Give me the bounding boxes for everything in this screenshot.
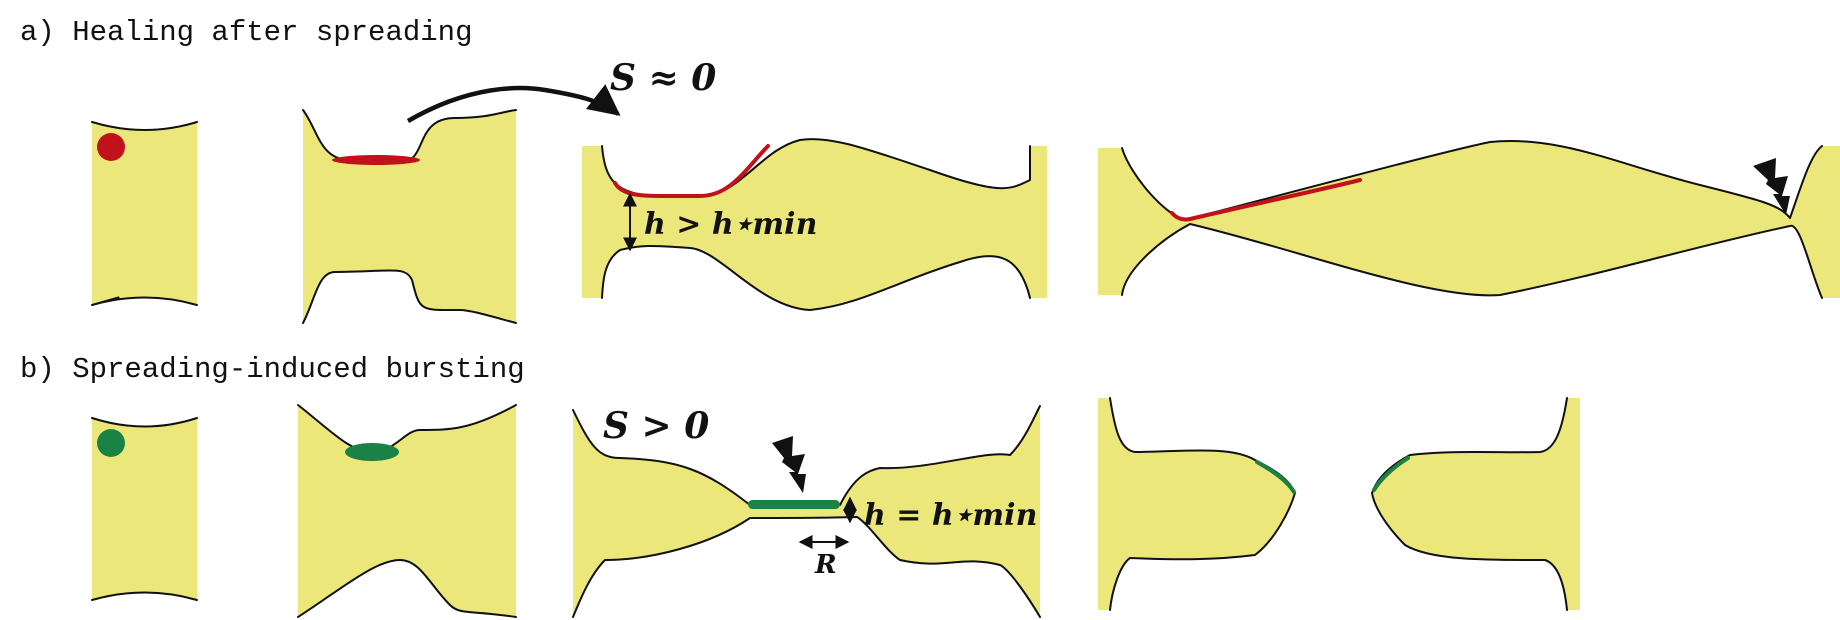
- panel-a-title: a) Healing after spreading: [20, 16, 472, 49]
- surfactant-rim-right: [1372, 456, 1410, 492]
- film-a3: h > h⋆min: [582, 138, 1047, 311]
- surfactant-drop-b: [97, 429, 125, 457]
- spreading-coefficient-label-a: S ≈ 0: [610, 57, 716, 99]
- film-b1: [91, 417, 198, 601]
- surfactant-disc-b3: [748, 500, 840, 509]
- panel-a: a) Healing after spreading S ≈ 0 h > h⋆m…: [20, 16, 1840, 324]
- spreading-arrow: [406, 84, 621, 123]
- lightning-bolt-icon: [1753, 158, 1790, 215]
- surfactant-lens: [332, 155, 420, 165]
- surfactant-drop: [97, 133, 125, 161]
- panel-b: b) Spreading-induced bursting S > 0 h =: [20, 353, 1580, 618]
- panel-b-title: b) Spreading-induced bursting: [20, 353, 525, 386]
- thickness-label-b: h = h⋆min: [864, 498, 1037, 533]
- surfactant-rim-left: [1255, 460, 1296, 494]
- film-a2: [302, 109, 517, 324]
- radius-label: R: [814, 550, 837, 580]
- surfactant-layer-a4: [1170, 178, 1362, 222]
- film-b2: [297, 404, 517, 618]
- film-b4-right: [1371, 397, 1580, 611]
- film-a4: [1098, 140, 1840, 299]
- film-b4-left: [1098, 397, 1296, 611]
- film-b3: S > 0 h = h⋆min R: [572, 405, 1041, 618]
- thickness-label-a: h > h⋆min: [644, 207, 817, 242]
- film-a1: [91, 121, 198, 306]
- spreading-coefficient-label-b: S > 0: [603, 405, 709, 447]
- lightning-bolt-icon: [772, 436, 806, 493]
- surfactant-lens-b: [345, 443, 399, 461]
- surfactant-layer-a3: [613, 144, 770, 198]
